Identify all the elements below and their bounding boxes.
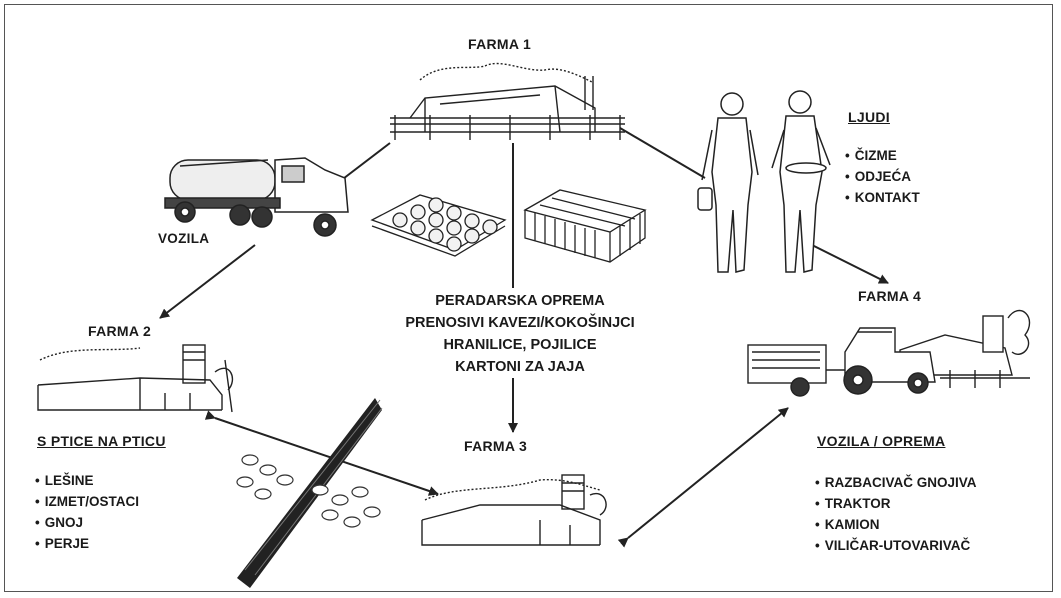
farm2-label: FARMA 2 bbox=[88, 323, 152, 339]
people-list: ČIZME ODJEĆA KONTAKT bbox=[845, 145, 920, 208]
poultry-equipment-line: PRENOSIVI KAVEZI/KOKOŠINJCI bbox=[405, 315, 635, 331]
farm3-label: FARMA 3 bbox=[464, 438, 528, 454]
poultry-crate-illustration bbox=[523, 189, 647, 263]
list-item: ČIZME bbox=[845, 145, 920, 166]
bird-to-bird-title: S PTICE NA PTICU bbox=[37, 433, 166, 449]
list-item: TRAKTOR bbox=[815, 493, 977, 514]
poultry-equipment-line: PERADARSKA OPREMA bbox=[435, 293, 605, 309]
farm1-barn-illustration bbox=[390, 62, 625, 140]
farm3-barn-illustration bbox=[421, 474, 607, 546]
egg-trays-illustration bbox=[370, 194, 507, 257]
list-item: VILIČAR-UTOVARIVAČ bbox=[815, 535, 977, 556]
list-item: KONTAKT bbox=[845, 187, 920, 208]
poultry-equipment-line: HRANILICE, POJILICE bbox=[443, 337, 597, 353]
people-title: LJUDI bbox=[848, 109, 890, 125]
farm4-barn-tractor-illustration bbox=[747, 309, 1031, 397]
arrow-farm3-farm4 bbox=[617, 407, 789, 548]
people-illustration bbox=[697, 90, 831, 273]
truck-illustration bbox=[164, 157, 349, 237]
bird-to-bird-list: LEŠINE IZMET/OSTACI GNOJ PERJE bbox=[35, 470, 139, 554]
list-item: IZMET/OSTACI bbox=[35, 491, 139, 512]
poultry-equipment-text: PERADARSKA OPREMA PRENOSIVI KAVEZI/KOKOŠ… bbox=[385, 290, 655, 378]
vehicles-equipment-list: RAZBACIVAČ GNOJIVA TRAKTOR KAMION VILIČA… bbox=[815, 472, 977, 556]
arrow-farm2-farm3 bbox=[204, 410, 439, 496]
arrow-people-to-farm4 bbox=[809, 243, 889, 284]
vehicles-label: VOZILA bbox=[158, 231, 210, 246]
arrow-farm1-to-people bbox=[619, 127, 706, 179]
farm1-label: FARMA 1 bbox=[468, 36, 532, 52]
farm2-barn-illustration bbox=[37, 344, 233, 413]
farm4-label: FARMA 4 bbox=[858, 288, 922, 304]
list-item: LEŠINE bbox=[35, 470, 139, 491]
list-item: RAZBACIVAČ GNOJIVA bbox=[815, 472, 977, 493]
fence-and-birds-illustration bbox=[236, 398, 383, 588]
list-item: PERJE bbox=[35, 533, 139, 554]
vehicles-equipment-title: VOZILA / OPREMA bbox=[817, 433, 946, 449]
arrow-vehicles-to-farm2 bbox=[159, 244, 256, 319]
list-item: ODJEĆA bbox=[845, 166, 920, 187]
poultry-equipment-line: KARTONI ZA JAJA bbox=[455, 359, 585, 375]
list-item: KAMION bbox=[815, 514, 977, 535]
list-item: GNOJ bbox=[35, 512, 139, 533]
